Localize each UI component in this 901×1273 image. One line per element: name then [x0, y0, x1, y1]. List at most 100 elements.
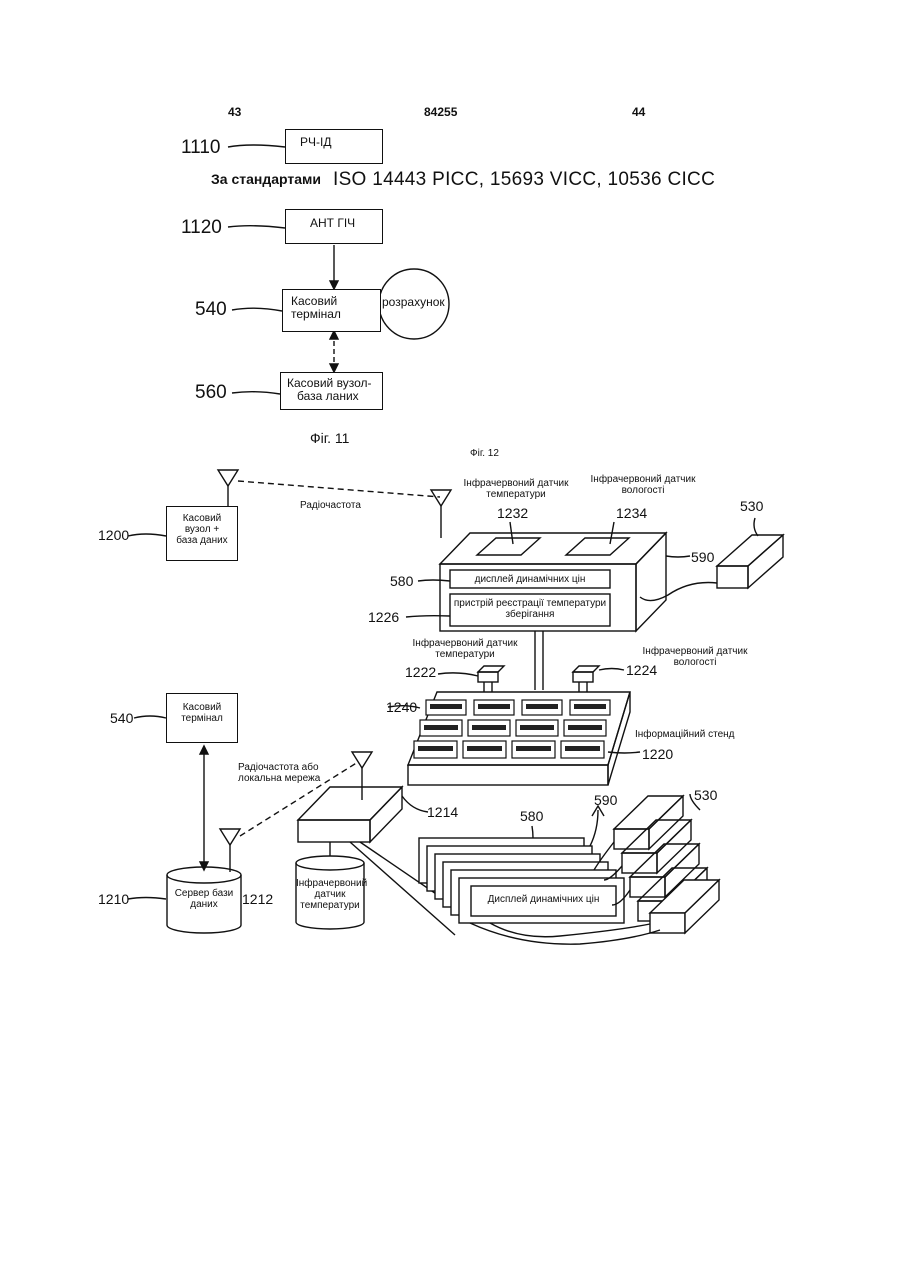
ref-580-bottom: 580 — [520, 808, 543, 824]
ref-1220: 1220 — [642, 746, 673, 762]
radio-or-lan-line2: локальна мережа — [238, 773, 320, 784]
ref-1110: 1110 — [181, 137, 220, 159]
arrow-590-bottom — [590, 806, 604, 846]
ref-1226: 1226 — [368, 609, 399, 625]
leader-1224 — [599, 669, 624, 671]
pos-node-line2: вузол + — [167, 524, 237, 535]
box-pos-line2: термінал — [291, 308, 380, 321]
ref-1224: 1224 — [626, 662, 657, 678]
ir-temp-cyl-line3: температури — [296, 900, 364, 911]
leader-560 — [232, 392, 280, 394]
arrowhead-down-2 — [330, 364, 338, 372]
ir-window-1232 — [477, 538, 540, 555]
ref-580-top: 580 — [390, 573, 413, 589]
box-ant-label: АНТ ГІЧ — [310, 216, 355, 230]
ref-1212: 1212 — [242, 891, 273, 907]
info-stand-label: Інформаційний стенд — [635, 729, 734, 740]
terminal-line1: Касовий — [167, 702, 237, 713]
leader-1110 — [228, 145, 285, 147]
leader-540 — [232, 308, 282, 311]
ref-590-top: 590 — [691, 549, 714, 565]
ir-temp-cyl-line2: датчик — [296, 889, 364, 900]
info-stand-front — [408, 765, 608, 785]
ref-540-fig11: 540 — [195, 299, 227, 321]
leader-1210 — [128, 898, 166, 900]
leader-1120 — [228, 226, 285, 228]
ref-1210: 1210 — [98, 891, 129, 907]
antenna-top-sensor — [431, 490, 451, 506]
db-server-line1: Сервер бази — [167, 888, 241, 899]
ir-temp-mid-line1: Інфрачервоний датчик — [410, 638, 520, 649]
ref-1200: 1200 — [98, 527, 129, 543]
radio-link-dashed — [238, 481, 440, 497]
box-pos-node-db: Касовий вузол- база ланих — [280, 372, 383, 410]
box-ant: АНТ ГІЧ — [285, 209, 383, 244]
recorder-label: пристрій реєстрації температури зберіган… — [450, 598, 610, 620]
box-rfid-label: РЧ-ІД — [300, 135, 331, 149]
leader-1222 — [438, 673, 478, 676]
leader-580-bottom — [532, 826, 533, 838]
ir-temp-mid-line2: температури — [410, 649, 520, 660]
top-unit-side — [636, 533, 666, 631]
antenna-1214 — [352, 752, 372, 768]
box-rfid: РЧ-ІД — [285, 129, 383, 164]
box-pos-node-1200: Касовий вузол + база даних — [166, 506, 238, 561]
db-server-line2: даних — [167, 899, 241, 910]
ref-560: 560 — [195, 382, 227, 404]
db-server-label: Сервер бази даних — [167, 888, 241, 910]
ir-temp-mid-label: Інфрачервоний датчик температури — [410, 638, 520, 660]
ir-temp-cyl-line1: Інфрачервоний — [296, 878, 364, 889]
circle-label: розрахунок — [382, 295, 445, 309]
top-unit-lid — [440, 533, 666, 564]
ref-530-top: 530 — [740, 498, 763, 514]
fig12-caption: Фіг. 12 — [470, 448, 499, 459]
sensor-cylinder-top — [296, 856, 364, 870]
ref-1232: 1232 — [497, 505, 528, 521]
ir-humid-top-line1: Інфрачервоний датчик — [588, 474, 698, 485]
leader-590-top — [666, 556, 690, 557]
antenna-server — [220, 829, 240, 845]
box-terminal-fig12: Касовий термінал — [166, 693, 238, 743]
ref-1240: 1240 — [386, 699, 417, 715]
ref-530-bottom: 530 — [694, 787, 717, 803]
ref-1214: 1214 — [427, 804, 458, 820]
ref-1120: 1120 — [181, 217, 222, 239]
ir-temp-top-line1: Інфрачервоний датчик — [461, 478, 571, 489]
ir-window-1234 — [566, 538, 629, 555]
radio-or-lan-line1: Радіочастота або — [238, 762, 320, 773]
ir-humid-mid-line1: Інфрачервоний датчик — [640, 646, 750, 657]
box-pos-terminal: Касовий термінал — [282, 289, 381, 332]
ir-temp-top-label: Інфрачервоний датчик температури — [461, 478, 571, 500]
radio-label: Радіочастота — [300, 500, 361, 511]
standards-prefix: За стандартами — [211, 171, 321, 187]
dyn-display-label: Дисплей динамічних цін — [471, 894, 616, 905]
leader-1214 — [402, 796, 428, 812]
terminal-line2: термінал — [167, 713, 237, 724]
recorder-line1: пристрій реєстрації температури — [450, 598, 610, 609]
ref-1234: 1234 — [616, 505, 647, 521]
ref-590-bottom: 590 — [594, 792, 617, 808]
ir-humid-top-line2: вологості — [588, 485, 698, 496]
ir-temp-top-line2: температури — [461, 489, 571, 500]
ref-540-fig12: 540 — [110, 710, 133, 726]
leader-1226 — [406, 616, 450, 617]
hub-1214-front — [298, 820, 370, 842]
pos-node-line3: база даних — [167, 535, 237, 546]
ir-temp-cyl-label: Інфрачервоний датчик температури — [296, 878, 364, 911]
antenna-1200 — [218, 470, 238, 486]
fig11-caption: Фіг. 11 — [310, 430, 349, 446]
leader-540-fig12 — [134, 716, 166, 718]
leader-580-top — [418, 580, 450, 581]
recorder-line2: зберігання — [450, 609, 610, 620]
ir-humid-top-label: Інфрачервоний датчик вологості — [588, 474, 698, 496]
leader-1220 — [608, 752, 640, 753]
radio-or-lan-label: Радіочастота або локальна мережа — [238, 762, 320, 784]
arrowhead-up — [330, 331, 338, 339]
display-strip-label: дисплей динамічних цін — [450, 574, 610, 585]
standards-text: ISO 14443 PICC, 15693 VICC, 10536 CICC — [333, 169, 715, 191]
info-stand-side — [608, 692, 630, 785]
pos-node-line1: Касовий — [167, 513, 237, 524]
ref-1222: 1222 — [405, 664, 436, 680]
leader-530-top — [754, 518, 758, 536]
arrowhead-down — [330, 281, 338, 289]
